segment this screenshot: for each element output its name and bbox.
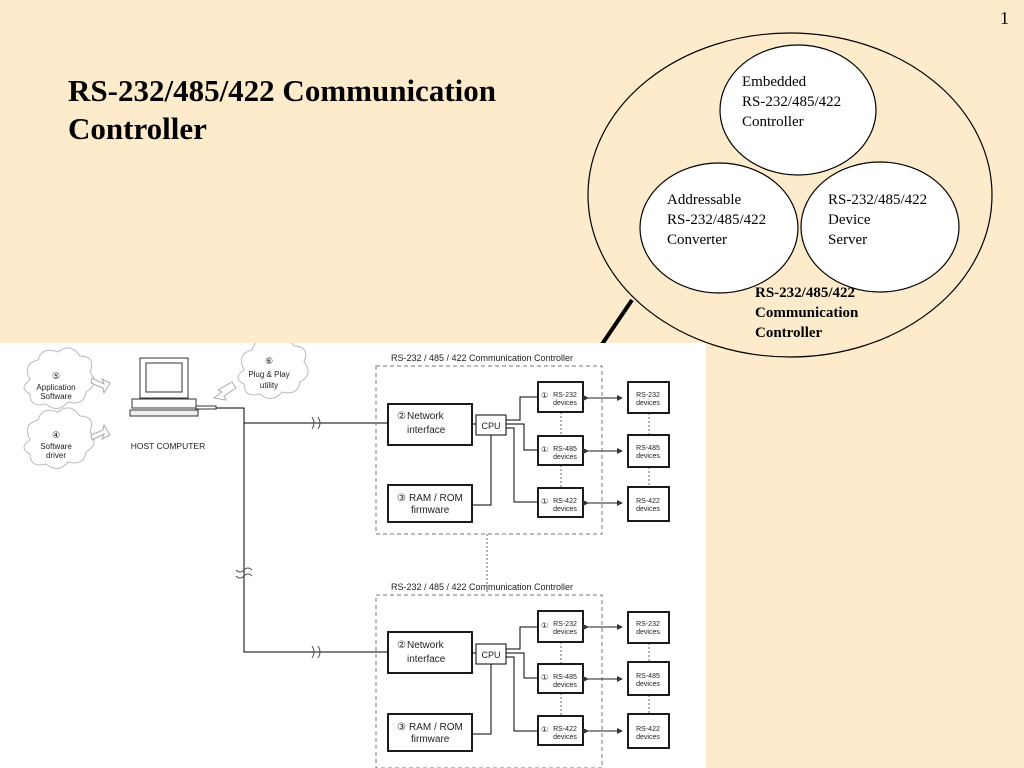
svg-text:⑥: ⑥ — [265, 356, 273, 366]
svg-text:devices: devices — [636, 734, 660, 741]
svg-text:firmware: firmware — [411, 734, 450, 745]
svg-text:RS-422: RS-422 — [553, 498, 577, 505]
software-driver-cloud: ④ Software driver — [23, 407, 95, 469]
svg-text:②: ② — [397, 411, 406, 422]
svg-text:RS-232: RS-232 — [636, 621, 660, 628]
svg-text:④: ④ — [52, 430, 60, 440]
controller-block-1: RS-232 / 485 / 422 Communication Control… — [375, 353, 603, 535]
svg-text:RS-422: RS-422 — [553, 726, 577, 733]
svg-text:RS-422: RS-422 — [636, 498, 660, 505]
svg-text:①: ① — [541, 725, 548, 734]
svg-text:interface: interface — [407, 654, 446, 665]
svg-text:RS-485: RS-485 — [636, 673, 660, 680]
host-computer-icon: HOST COMPUTER — [129, 357, 217, 451]
svg-text:CPU: CPU — [481, 650, 500, 660]
svg-text:①: ① — [541, 497, 548, 506]
svg-text:devices: devices — [553, 400, 577, 407]
svg-text:Network: Network — [407, 411, 445, 422]
svg-text:RAM / ROM: RAM / ROM — [409, 493, 463, 504]
svg-text:RAM / ROM: RAM / ROM — [409, 722, 463, 733]
svg-text:devices: devices — [553, 682, 577, 689]
svg-text:①: ① — [541, 621, 548, 630]
svg-text:RS-232: RS-232 — [553, 621, 577, 628]
svg-text:Plug & Play: Plug & Play — [248, 370, 289, 379]
svg-text:⑤: ⑤ — [52, 371, 60, 381]
outer-ellipse — [587, 32, 993, 358]
diagram-svg: ⑤ Application Software ④ Software driver… — [23, 343, 670, 768]
svg-text:interface: interface — [407, 425, 446, 436]
plug-play-cloud: ⑥ Plug & Play utility — [237, 343, 309, 399]
hollow-arrows — [90, 377, 237, 441]
svg-text:RS-232: RS-232 — [553, 392, 577, 399]
svg-text:①: ① — [541, 445, 548, 454]
page-number: 1 — [1000, 8, 1009, 28]
svg-text:devices: devices — [636, 681, 660, 688]
controller-1-title: RS-232 / 485 / 422 Communication Control… — [391, 353, 573, 363]
svg-text:RS-485: RS-485 — [553, 446, 577, 453]
svg-text:Network: Network — [407, 640, 445, 651]
svg-text:Software: Software — [40, 392, 72, 401]
svg-text:utility: utility — [260, 381, 278, 390]
svg-text:Software: Software — [40, 442, 72, 451]
svg-text:②: ② — [397, 640, 406, 651]
embedded-circle — [719, 44, 877, 176]
title-line-1: RS-232/485/422 Communication — [68, 73, 496, 108]
device-server-circle — [800, 161, 960, 293]
svg-text:devices: devices — [636, 400, 660, 407]
application-software-cloud: ⑤ Application Software — [23, 347, 95, 409]
svg-text:devices: devices — [636, 453, 660, 460]
host-bus — [216, 407, 388, 653]
external-devices-1: RS-232 devices RS-485 devices RS-422 dev… — [583, 381, 670, 522]
host-computer-label: HOST COMPUTER — [131, 441, 205, 451]
svg-text:RS-422: RS-422 — [636, 726, 660, 733]
svg-text:devices: devices — [636, 629, 660, 636]
svg-text:devices: devices — [553, 629, 577, 636]
svg-text:①: ① — [541, 673, 548, 682]
controller-2-title: RS-232 / 485 / 422 Communication Control… — [391, 582, 573, 592]
svg-text:Application: Application — [36, 383, 75, 392]
svg-text:devices: devices — [553, 506, 577, 513]
svg-text:RS-485: RS-485 — [553, 674, 577, 681]
svg-text:CPU: CPU — [481, 421, 500, 431]
svg-text:③: ③ — [397, 722, 406, 733]
svg-text:devices: devices — [553, 454, 577, 461]
svg-text:RS-232: RS-232 — [636, 392, 660, 399]
title-line-2: Controller — [68, 111, 207, 146]
slide-title: RS-232/485/422 Communication Controller — [68, 72, 496, 148]
svg-text:RS-485: RS-485 — [636, 445, 660, 452]
addressable-circle — [639, 162, 799, 294]
svg-text:devices: devices — [553, 734, 577, 741]
svg-text:devices: devices — [636, 506, 660, 513]
svg-text:①: ① — [541, 391, 548, 400]
controller-types-venn — [587, 32, 993, 360]
break-marks — [235, 416, 321, 659]
controller-block-2: RS-232 / 485 / 422 Communication Control… — [375, 582, 603, 768]
svg-text:③: ③ — [397, 493, 406, 504]
svg-text:driver: driver — [46, 451, 66, 460]
svg-text:firmware: firmware — [411, 505, 450, 516]
architecture-diagram: ⑤ Application Software ④ Software driver… — [0, 343, 706, 768]
external-devices-2: RS-232 devices RS-485 devices RS-422 dev… — [583, 611, 670, 749]
